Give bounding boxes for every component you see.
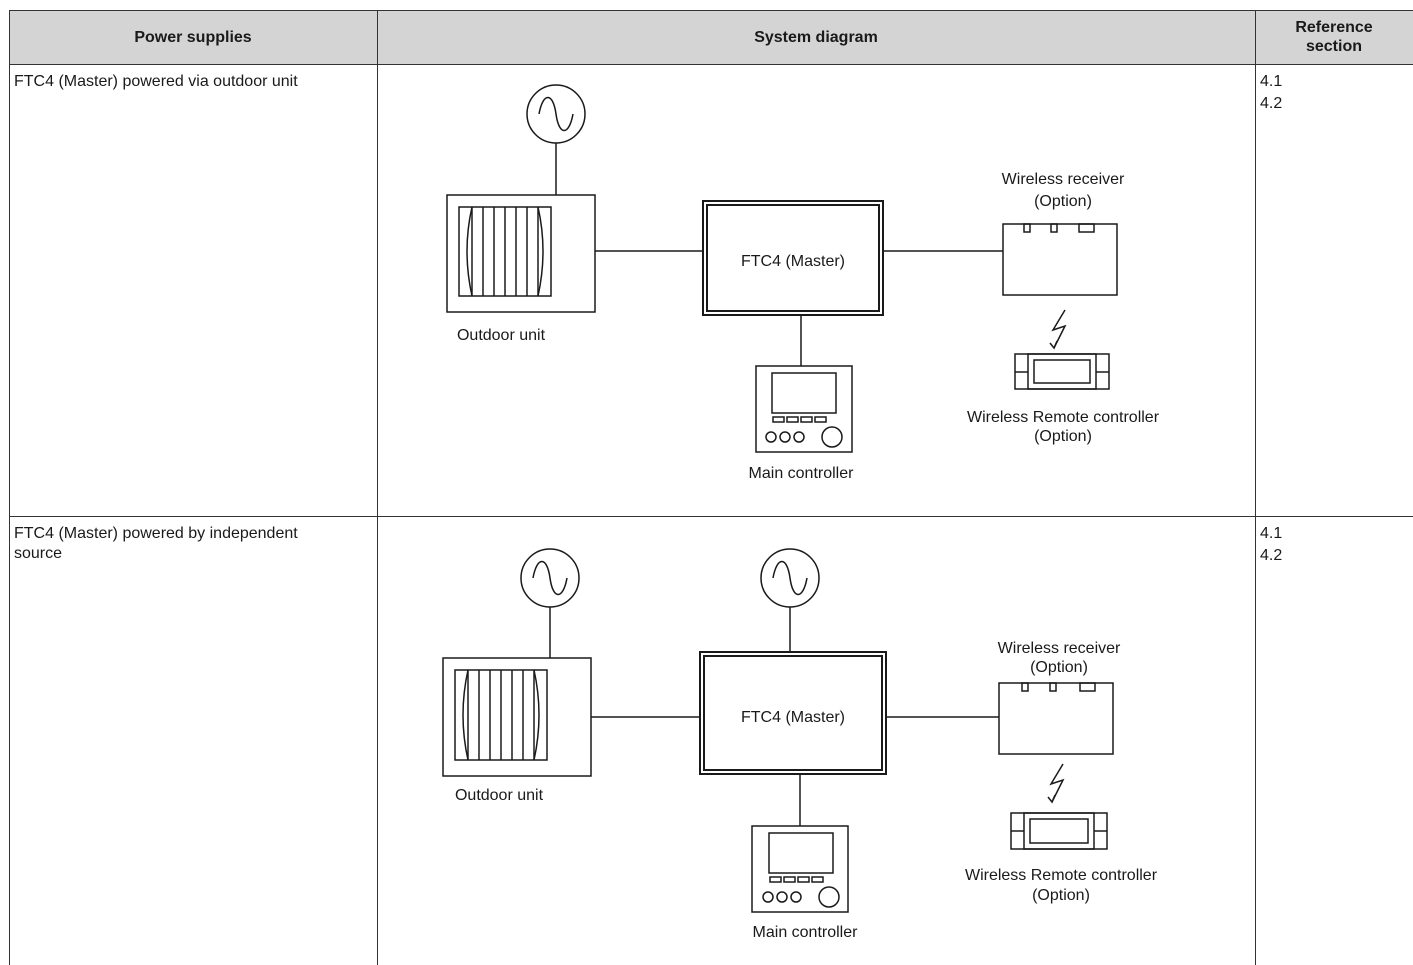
- row1-system-diagram: Outdoor unit FTC4 (Master) Main controll…: [446, 84, 1160, 482]
- ftc4-master-box: [706, 204, 880, 312]
- row2-system-diagram: Outdoor unit FTC4 (Master) Main controll…: [442, 548, 1158, 941]
- sine-wave-icon: [532, 560, 568, 596]
- sine-wave-icon: [538, 96, 574, 132]
- main-controller-icon: [751, 825, 849, 913]
- grid-line: [9, 516, 1413, 517]
- wireless-receiver-icon: [998, 682, 1114, 755]
- ftc4-master-label: FTC4 (Master): [741, 709, 845, 726]
- outdoor-unit-icon: [442, 657, 592, 777]
- wireless-remote-option-label: (Option): [1034, 428, 1092, 445]
- header-reference-section: Reference section: [1295, 19, 1373, 55]
- grid-line: [9, 10, 1413, 11]
- row2-reference-2: 4.2: [1260, 547, 1283, 564]
- wireless-receiver-label: Wireless receiver: [998, 640, 1121, 657]
- grid-line: [9, 10, 10, 965]
- grid-line: [377, 10, 378, 965]
- wireless-receiver-label: Wireless receiver: [1002, 171, 1125, 188]
- main-controller-label: Main controller: [749, 465, 855, 482]
- system-configuration-table: Power supplies System diagram Reference …: [9, 10, 1413, 965]
- main-controller-label: Main controller: [753, 924, 859, 941]
- grid-line: [1255, 10, 1256, 965]
- row1-reference-2: 4.2: [1260, 95, 1283, 112]
- wireless-remote-option-label: (Option): [1032, 887, 1090, 904]
- wireless-signal-icon: [1049, 763, 1065, 803]
- wireless-receiver-option-label: (Option): [1034, 193, 1092, 210]
- table-header-row: [9, 10, 1413, 64]
- ftc4-master-label: FTC4 (Master): [741, 253, 845, 270]
- wireless-receiver-icon: [1002, 223, 1118, 296]
- grid-line: [9, 64, 1413, 65]
- outdoor-unit-icon: [446, 194, 596, 313]
- header-system-diagram: System diagram: [754, 28, 878, 46]
- row1-power-supply: FTC4 (Master) powered via outdoor unit: [14, 73, 298, 90]
- ftc4-master-box: [703, 655, 883, 771]
- wireless-remote-label: Wireless Remote controller: [967, 409, 1160, 426]
- sine-wave-icon: [772, 560, 808, 596]
- wireless-remote-label: Wireless Remote controller: [965, 867, 1158, 884]
- wireless-receiver-option-label: (Option): [1030, 659, 1088, 676]
- header-power-supplies: Power supplies: [134, 28, 252, 46]
- main-controller-icon: [755, 365, 853, 453]
- outdoor-unit-label: Outdoor unit: [455, 787, 544, 804]
- row2-power-supply: FTC4 (Master) powered by independent sou…: [14, 525, 298, 562]
- row1-reference-1: 4.1: [1260, 73, 1283, 90]
- wireless-signal-icon: [1051, 309, 1067, 349]
- outdoor-unit-label: Outdoor unit: [457, 327, 546, 344]
- row2-reference-1: 4.1: [1260, 525, 1283, 542]
